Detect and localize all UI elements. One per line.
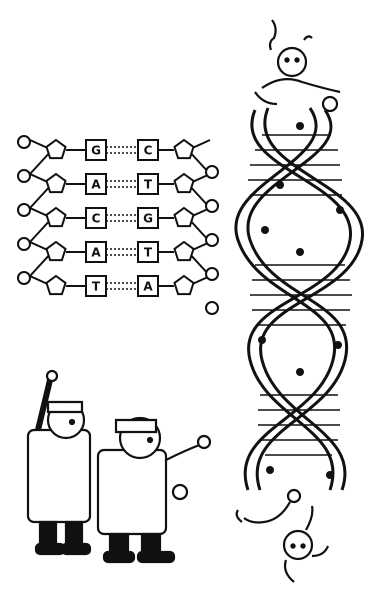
phosphate-left-icon [18,272,30,284]
phosphate-right-icon [206,302,218,314]
cartoon-scientists-icon [28,371,210,562]
sugar-left-icon [47,208,66,226]
base-letter-right: T [144,246,153,260]
sugar-right-icon [175,174,194,192]
cartoon-figure-hanging-icon [237,490,328,582]
phosphate-left-icon [18,238,30,250]
phosphate-left-icon [18,170,30,182]
phosphate-right-icon [206,234,218,246]
base-letter-right: T [144,178,153,192]
sugar-left-icon [47,242,66,260]
sugar-right-icon [175,208,194,226]
phosphate-right-icon [206,200,218,212]
sugar-left-icon [47,276,66,294]
base-letter-right: C [144,144,153,158]
base-letter-left: A [91,178,101,192]
base-letter-left: A [91,246,101,260]
phosphate-left-icon [18,136,30,148]
cartoon-figure-climbing-icon [255,20,340,111]
sugar-right-icon [175,276,194,294]
sugar-right-icon [175,140,194,158]
phosphate-left-icon [18,204,30,216]
base-letter-right: A [143,280,153,294]
phosphate-right-icon [206,268,218,280]
base-letter-left: C [92,212,101,226]
base-letter-left: T [92,280,101,294]
base-letter-right: G [143,212,153,226]
base-letter-left: G [91,144,101,158]
sugar-right-icon [175,242,194,260]
sugar-left-icon [47,174,66,192]
phosphate-right-icon [206,166,218,178]
double-helix [236,108,363,490]
sugar-left-icon [47,140,66,158]
